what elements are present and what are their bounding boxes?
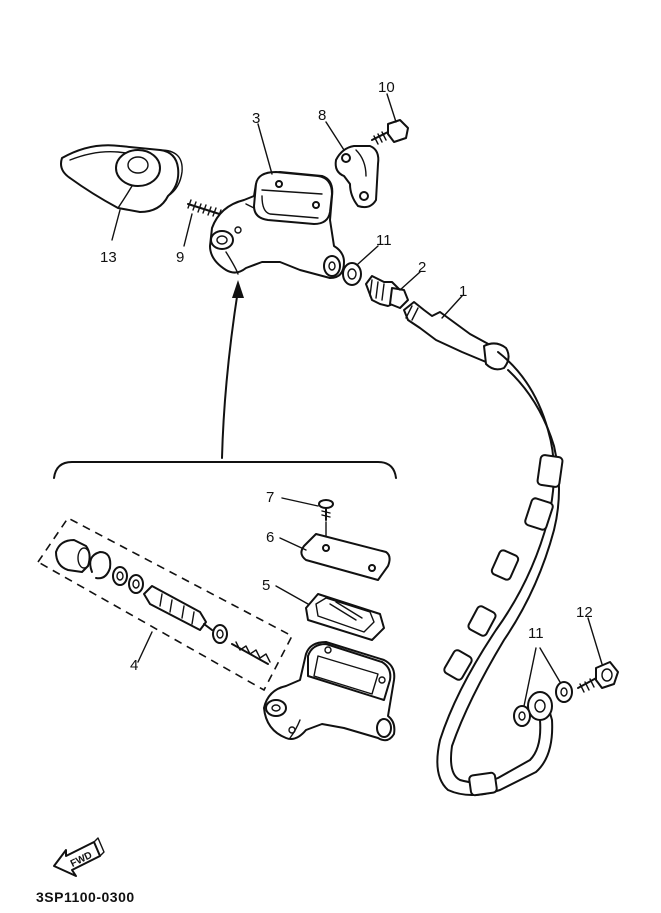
callout-5: 5 xyxy=(262,577,270,594)
union-bolt-lower-part xyxy=(577,661,619,693)
leader-3 xyxy=(257,123,273,175)
gasket-upper-part xyxy=(342,262,362,286)
drawing-code: 3SP1100-0300 xyxy=(36,889,135,905)
master-cylinder-part xyxy=(209,171,345,279)
leader-10 xyxy=(386,93,397,123)
lever-cover-part xyxy=(60,144,183,213)
forward-arrow-icon: FWD xyxy=(53,837,105,877)
callout-13: 13 xyxy=(100,249,117,266)
leader-11-lower-b xyxy=(539,647,561,683)
leader-12 xyxy=(587,617,603,665)
diaphragm-part xyxy=(305,593,385,641)
callout-10: 10 xyxy=(378,79,395,96)
leader-1 xyxy=(441,295,463,319)
holder-bolt-part xyxy=(371,119,409,145)
callout-1: 1 xyxy=(459,283,467,300)
master-cylinder-body-part xyxy=(263,641,396,742)
leader-11-lower-a xyxy=(523,647,537,707)
leader-4 xyxy=(137,631,153,663)
callout-2: 2 xyxy=(418,259,426,276)
leader-6 xyxy=(279,537,307,551)
cap-part xyxy=(300,533,391,581)
callout-7: 7 xyxy=(266,489,274,506)
hose-part xyxy=(403,301,564,797)
leader-8 xyxy=(325,121,345,151)
leader-5 xyxy=(275,585,309,605)
callout-11-lower: 11 xyxy=(528,625,544,642)
leader-7 xyxy=(281,497,319,507)
cap-screw-part xyxy=(318,499,334,521)
callout-12: 12 xyxy=(576,604,593,621)
union-bolt-part xyxy=(365,275,409,309)
callout-6: 6 xyxy=(266,529,274,546)
leader-13 xyxy=(111,209,121,241)
assembly-arrow xyxy=(221,280,244,459)
leader-9 xyxy=(183,213,193,247)
callout-8: 8 xyxy=(318,107,326,124)
cylinder-kit-group xyxy=(36,516,294,692)
holder-part xyxy=(334,145,380,209)
subassembly-bracket xyxy=(53,461,397,479)
callout-3: 3 xyxy=(252,110,260,127)
callout-11-upper: 11 xyxy=(376,232,392,249)
callout-4: 4 xyxy=(130,657,138,674)
leader-11-upper xyxy=(357,245,379,265)
gasket-lower-part xyxy=(513,681,573,727)
callout-9: 9 xyxy=(176,249,184,266)
leader-2 xyxy=(399,271,421,291)
